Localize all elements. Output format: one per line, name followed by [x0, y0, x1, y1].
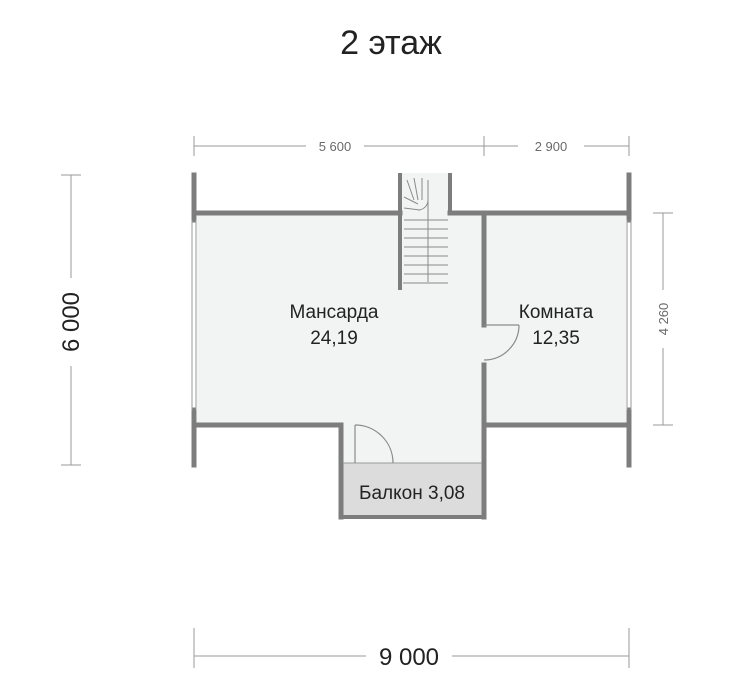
door-komnata — [483, 324, 520, 361]
floor-title: 2 этаж — [340, 24, 442, 62]
staircase — [403, 177, 448, 284]
dim-top-right: 2 900 — [535, 139, 568, 154]
dim-top-left: 5 600 — [319, 139, 352, 154]
mansarda-name: Мансарда — [290, 302, 379, 323]
dim-right: 4 260 — [656, 303, 671, 336]
dimension-lines — [61, 136, 673, 668]
windows — [191, 220, 632, 464]
stair-floor — [400, 173, 450, 288]
walls — [191, 172, 632, 520]
corridor-floor — [341, 420, 484, 464]
komnata-name: Комната — [519, 302, 594, 323]
dim-left: 6 000 — [58, 292, 85, 352]
komnata-area: 12,35 — [532, 328, 580, 349]
balcony-floor — [340, 463, 484, 515]
dim-bottom: 9 000 — [379, 644, 439, 671]
balcony-label: Балкон 3,08 — [359, 483, 465, 504]
komnata-floor — [484, 213, 626, 424]
door-balcony — [354, 424, 394, 464]
mansarda-area: 24,19 — [310, 328, 358, 349]
